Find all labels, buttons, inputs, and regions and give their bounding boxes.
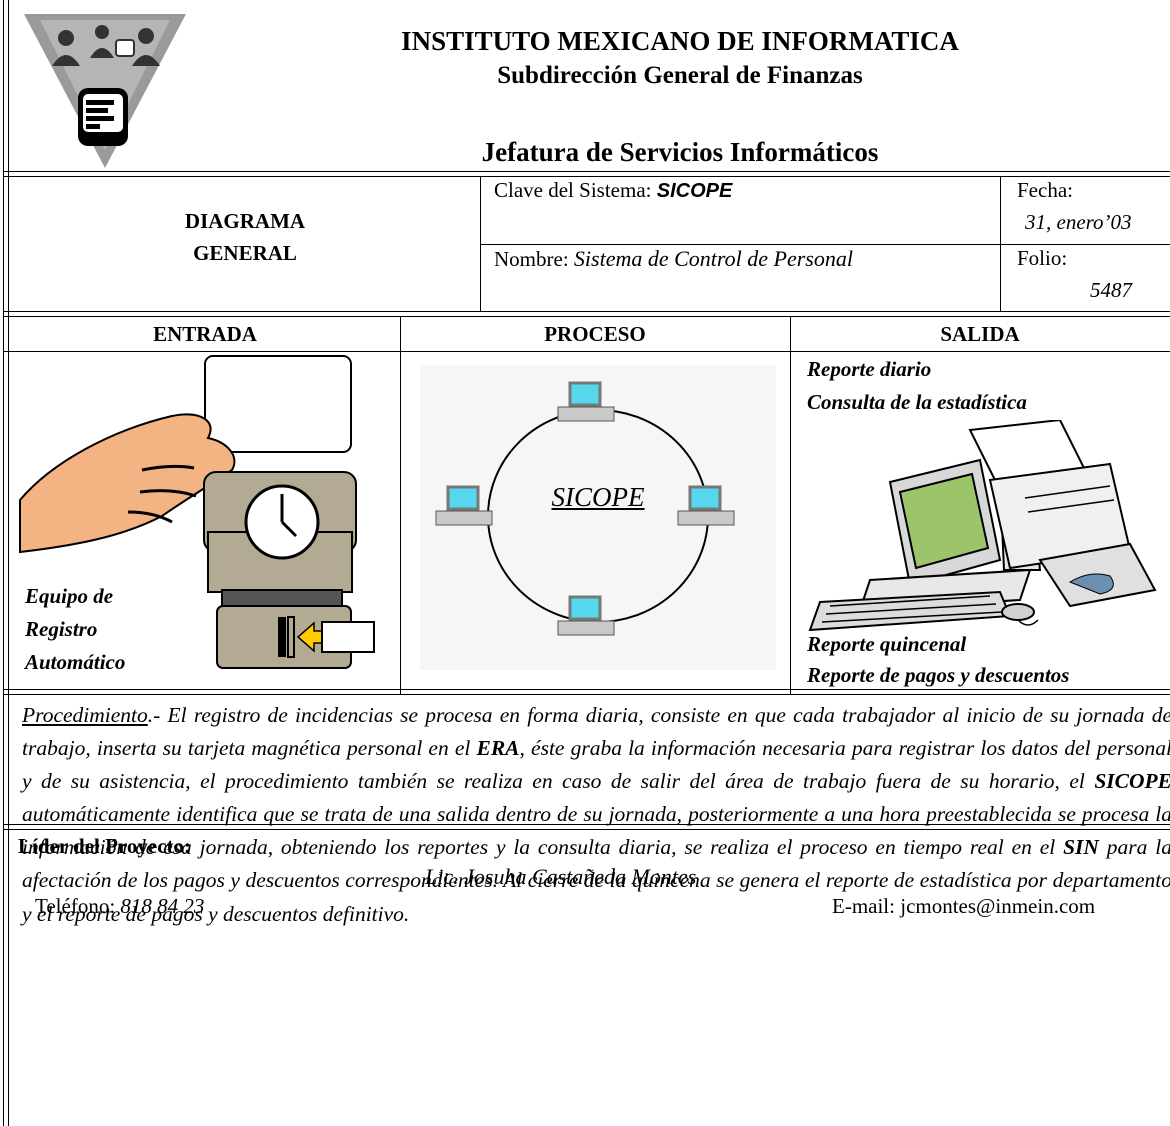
computer-with-printer-icon: [808, 418, 1157, 632]
doc-type-line1: DIAGRAMA: [184, 209, 306, 233]
sin-acronym: SIN: [1063, 835, 1099, 860]
era-acronym: ERA: [476, 736, 520, 761]
department-title: Jefatura de Servicios Informáticos: [481, 137, 879, 167]
people-computer-logo-icon: [24, 14, 186, 168]
sicope-acronym: SICOPE: [1094, 769, 1170, 794]
col-salida: SALIDA: [940, 322, 1020, 346]
institute-logo: [20, 10, 190, 170]
col-proceso: PROCESO: [544, 322, 646, 346]
folio-label: Folio:: [1017, 246, 1068, 270]
fecha-value: 31, enero’03: [1025, 210, 1132, 234]
email-label: E-mail:: [832, 894, 895, 918]
time-clock-card-reader-icon: [19, 355, 375, 669]
network-diagram: [420, 365, 776, 670]
clave-value: SICOPE: [656, 180, 733, 202]
subdirection-title: Subdirección General de Finanzas: [497, 62, 863, 89]
leader-name: Lic. Josuha Castañeda Montes: [425, 864, 697, 889]
salida-top-line2: Consulta de la estadística: [807, 390, 1027, 414]
nombre-value: Sistema de Control de Personal: [573, 246, 853, 271]
col-entrada: ENTRADA: [153, 322, 257, 346]
leader-label: Líder del Proyecto:: [18, 834, 192, 858]
ring-network-computers-icon: [420, 365, 776, 670]
clave-field: Clave del Sistema: SICOPE: [494, 178, 732, 203]
procedure-text: Procedimiento.- El registro de incidenci…: [22, 699, 1170, 931]
card-reader-illustration: [12, 352, 398, 688]
workstation-illustration: [800, 418, 1165, 640]
phone-value: 818 84 23: [120, 894, 205, 918]
procedure-text-2: , éste graba la información necesaria pa…: [22, 736, 1170, 794]
folio-value: 5487: [1090, 278, 1132, 302]
phone-label: Teléfono:: [35, 894, 116, 918]
institute-title: INSTITUTO MEXICANO DE INFORMATICA: [401, 26, 959, 56]
clave-label: Clave del Sistema:: [494, 178, 652, 202]
procedure-text-4: para la afectación de los pagos y descue…: [22, 835, 1170, 926]
procedure-text-3: automáticamente identifica que se trata …: [22, 802, 1170, 860]
proceso-center-label: SICOPE: [551, 482, 645, 512]
doc-type-line2: GENERAL: [193, 241, 297, 265]
nombre-field: Nombre: Sistema de Control de Personal: [494, 246, 853, 272]
procedure-label: Procedimiento: [22, 703, 148, 727]
email-field: E-mail: jcmontes@inmein.com: [832, 894, 1095, 919]
fecha-label: Fecha:: [1017, 178, 1073, 202]
salida-bottom-line2: Reporte de pagos y descuentos: [807, 663, 1070, 687]
nombre-label: Nombre:: [494, 247, 569, 271]
entrada-caption-line2: Registro: [25, 617, 98, 641]
salida-bottom-line1: Reporte quincenal: [807, 632, 967, 656]
phone-field: Teléfono: 818 84 23: [35, 894, 204, 919]
entrada-caption-line3: Automático: [25, 650, 126, 674]
email-value[interactable]: jcmontes@inmein.com: [900, 894, 1096, 918]
procedure-text-1: .- El registro de incidencias se procesa…: [22, 703, 1170, 761]
salida-top-line1: Reporte diario: [807, 357, 932, 381]
entrada-caption-line1: Equipo de: [25, 584, 114, 608]
